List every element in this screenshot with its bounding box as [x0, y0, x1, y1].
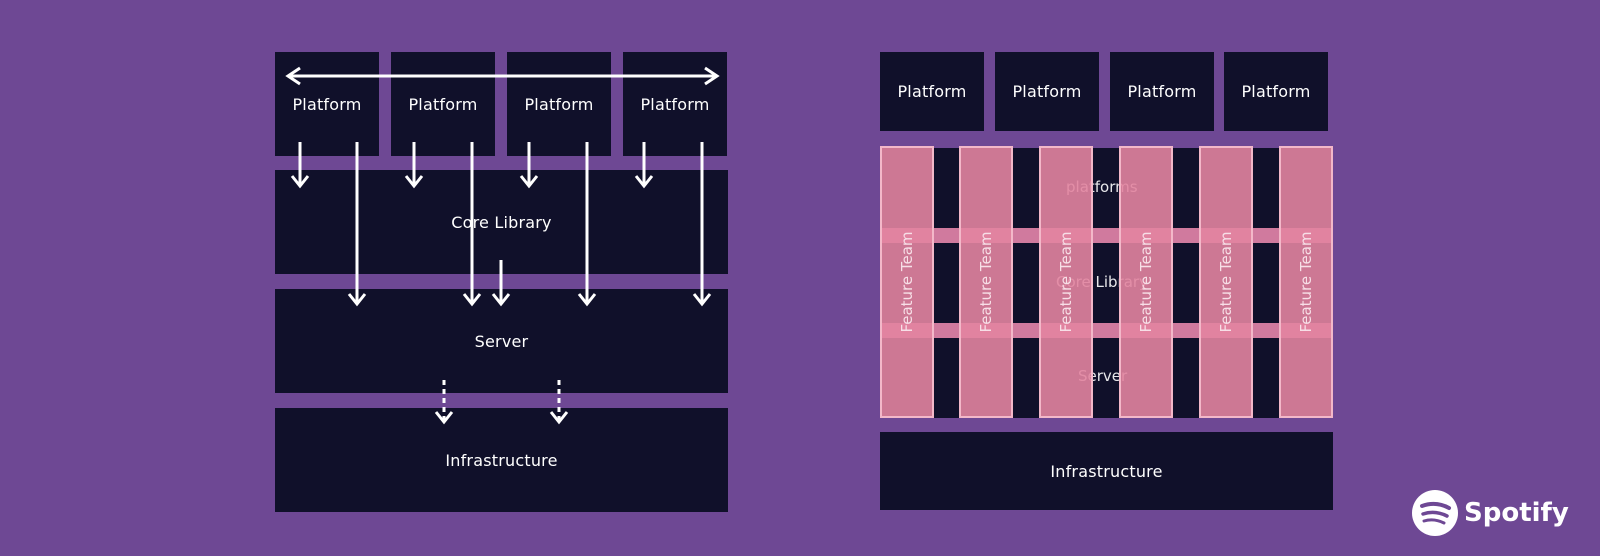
long-arrows: [347, 142, 712, 307]
right-platform-2: Platform: [995, 52, 1099, 131]
feature-team-label: Feature Team: [1137, 231, 1155, 333]
brand-name: Spotify: [1464, 498, 1569, 528]
platform-label: Platform: [897, 82, 967, 101]
core-library-label: Core Library: [451, 212, 552, 232]
spotify-logo: Spotify: [1412, 490, 1569, 536]
left-server: Server: [275, 289, 728, 393]
left-infrastructure: Infrastructure: [275, 408, 728, 512]
infrastructure-label: Infrastructure: [445, 450, 558, 470]
left-platform-1: Platform: [275, 52, 379, 156]
right-platforms-band: [880, 148, 1332, 228]
feature-team-label: Feature Team: [1297, 231, 1315, 333]
spotify-icon: [1412, 490, 1458, 536]
feature-team-column: Feature Team: [1119, 146, 1173, 418]
right-core-band: [880, 243, 1332, 323]
right-platform-3: Platform: [1110, 52, 1214, 131]
right-infrastructure: Infrastructure: [880, 432, 1333, 510]
feature-team-column: Feature Team: [880, 146, 934, 418]
short-arrows: [290, 142, 654, 189]
feature-team-column: Feature Team: [1279, 146, 1333, 418]
feature-team-label: Feature Team: [977, 231, 995, 333]
left-core-library: Core Library: [275, 170, 728, 274]
platform-label: Platform: [292, 94, 362, 114]
double-arrow-icon: [285, 66, 720, 86]
left-platform-2: Platform: [391, 52, 495, 156]
right-server-band: [880, 338, 1332, 418]
dashed-arrows: [434, 380, 569, 425]
server-label: Server: [474, 331, 529, 351]
feature-team-column: Feature Team: [1039, 146, 1093, 418]
right-platform-4: Platform: [1224, 52, 1328, 131]
infrastructure-label: Infrastructure: [1050, 461, 1163, 481]
feature-team-column: Feature Team: [959, 146, 1013, 418]
platform-label: Platform: [408, 94, 478, 114]
platform-label: Platform: [1012, 82, 1082, 101]
pink-strip: [880, 228, 1332, 243]
platform-label: Platform: [640, 94, 710, 114]
platform-label: Platform: [1127, 82, 1197, 101]
feature-team-label: Feature Team: [898, 231, 916, 333]
platform-label: Platform: [1241, 82, 1311, 101]
platform-label: Platform: [524, 94, 594, 114]
right-platform-1: Platform: [880, 52, 984, 131]
feature-team-column: Feature Team: [1199, 146, 1253, 418]
feature-team-label: Feature Team: [1057, 231, 1075, 333]
left-platform-3: Platform: [507, 52, 611, 156]
pink-strip: [880, 323, 1332, 338]
feature-team-label: Feature Team: [1217, 231, 1235, 333]
